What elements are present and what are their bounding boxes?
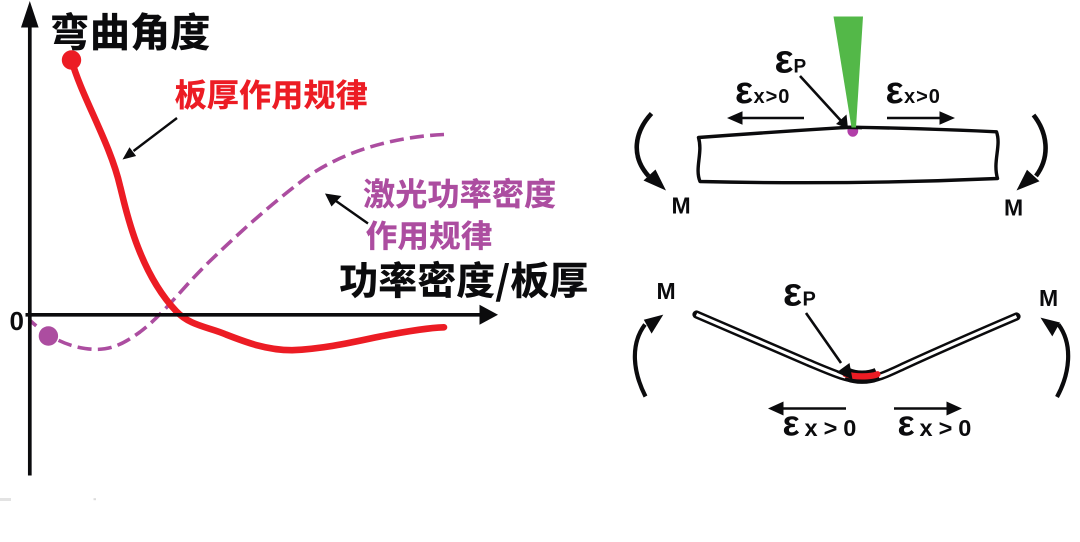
svg-text:M: M bbox=[1039, 285, 1058, 311]
svg-text:P: P bbox=[803, 289, 816, 311]
svg-text:ε: ε bbox=[775, 38, 794, 82]
svg-text:M: M bbox=[1004, 195, 1023, 221]
svg-text:x>0: x>0 bbox=[805, 415, 863, 441]
svg-text:ε: ε bbox=[735, 70, 753, 112]
svg-text:P: P bbox=[794, 57, 807, 78]
svg-text:ε: ε bbox=[783, 271, 802, 315]
svg-text:x>0: x>0 bbox=[904, 86, 941, 108]
svg-text:0: 0 bbox=[10, 306, 24, 336]
svg-text:M: M bbox=[657, 278, 676, 304]
svg-text:x>0: x>0 bbox=[754, 86, 791, 108]
svg-text:ε: ε bbox=[783, 403, 800, 444]
svg-text:M: M bbox=[672, 193, 691, 219]
svg-text:x>0: x>0 bbox=[920, 415, 978, 441]
svg-text:ε: ε bbox=[886, 70, 904, 112]
svg-text:ε: ε bbox=[898, 403, 915, 444]
